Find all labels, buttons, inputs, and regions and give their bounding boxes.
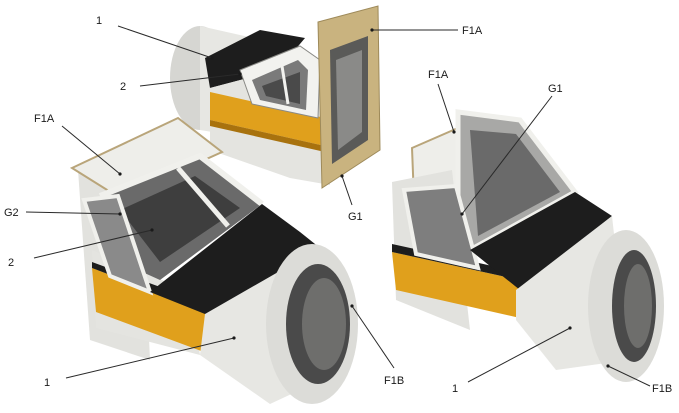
label-right-glass: G1 xyxy=(548,83,563,95)
top-stripe-shadow xyxy=(210,120,325,152)
right-side-window xyxy=(401,183,481,271)
left-ring-inner xyxy=(302,278,346,370)
cockpit-module-top xyxy=(170,5,381,189)
top-black-band xyxy=(205,30,305,88)
cockpit-module-left xyxy=(69,116,358,404)
right-yellow-stripe xyxy=(392,252,520,318)
label-left-glass-g2: G2 xyxy=(4,207,19,219)
top-yellow-stripe xyxy=(210,92,325,146)
right-black-band xyxy=(470,192,612,290)
label-left-frame: F1A xyxy=(34,113,55,125)
left-canopy-strut xyxy=(176,166,230,228)
label-right-ring: F1B xyxy=(652,383,672,395)
part-labels: 1 2 F1A G1 F1A G2 2 1 F1B F1A G1 1 F1B xyxy=(4,15,672,395)
label-top-glass: G1 xyxy=(348,211,363,223)
top-frame-glass xyxy=(336,50,362,150)
left-cardboard-frame xyxy=(69,116,224,200)
label-right-part-1: 1 xyxy=(452,383,458,395)
label-top-part-2: 2 xyxy=(120,81,126,93)
top-frame-strut xyxy=(280,65,290,105)
label-right-frame: F1A xyxy=(428,69,449,81)
left-yellow-stripe xyxy=(92,268,212,355)
right-canopy-interior xyxy=(470,130,560,236)
leader-lines xyxy=(25,25,651,387)
label-top-frame: F1A xyxy=(462,25,483,37)
label-left-ring: F1B xyxy=(384,375,404,387)
left-canopy-frame xyxy=(98,152,264,207)
top-cockpit-interior xyxy=(262,72,300,104)
label-left-part-1: 1 xyxy=(44,377,50,389)
left-cockpit-interior xyxy=(120,176,240,262)
label-top-part-1: 1 xyxy=(96,15,102,27)
cockpit-module-right xyxy=(392,109,664,382)
label-left-part-2: 2 xyxy=(8,257,14,269)
left-black-band xyxy=(150,204,320,316)
right-ring-inner xyxy=(624,264,652,348)
